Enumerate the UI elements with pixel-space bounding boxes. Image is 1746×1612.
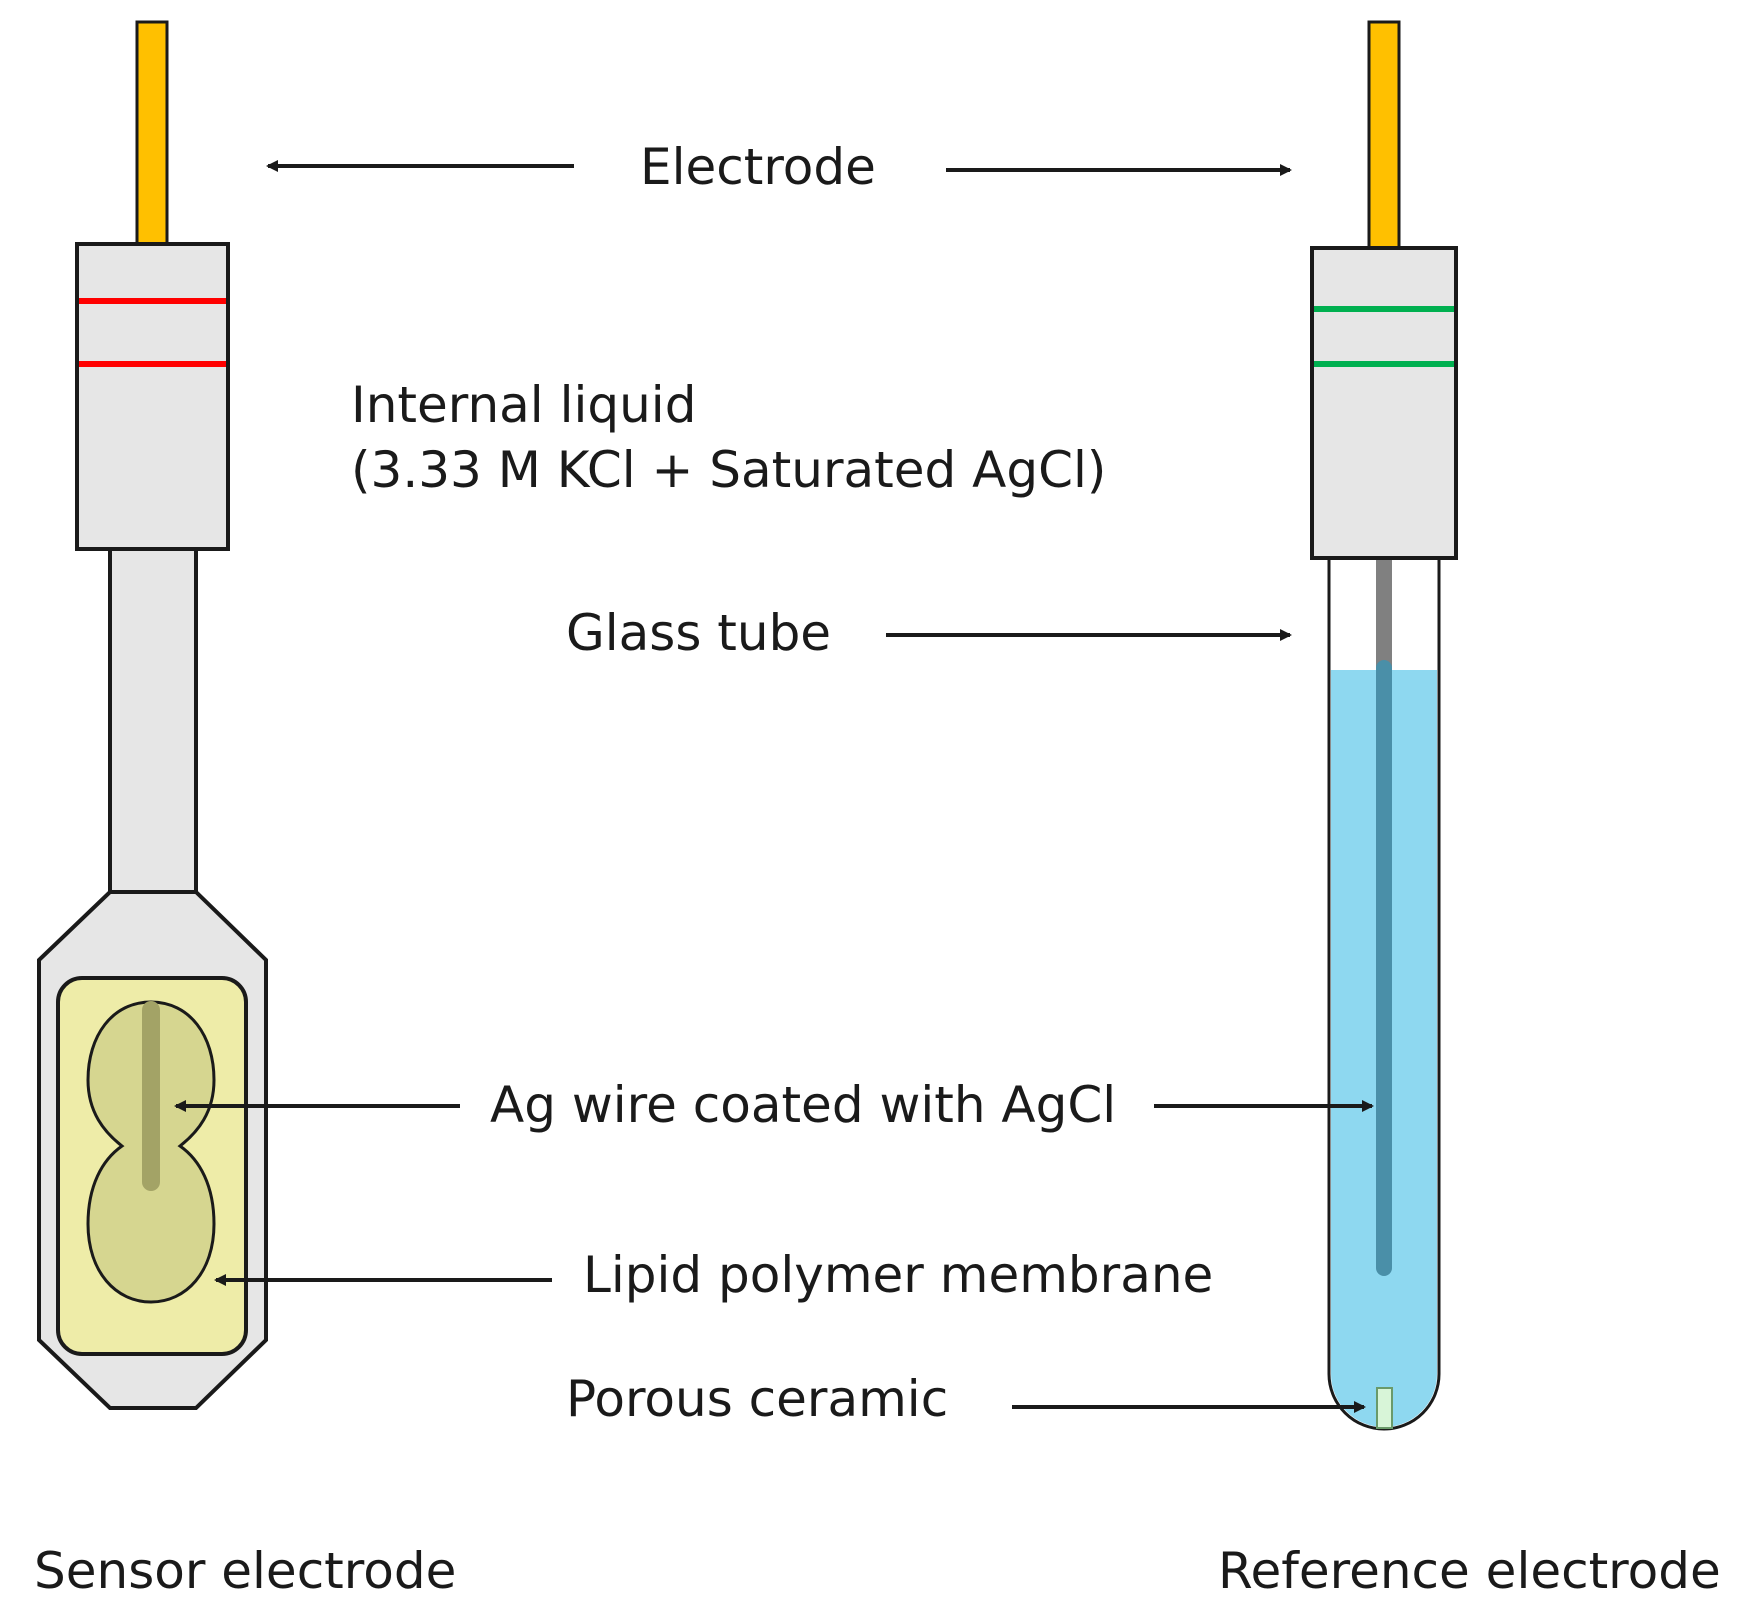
sensor-electrode xyxy=(37,20,268,1410)
reference-electrode-caption: Reference electrode xyxy=(1218,1542,1721,1600)
sensor-electrode-cap xyxy=(75,242,230,551)
sensor-electrode-stem xyxy=(108,547,198,894)
internal-liquid-label-line1: Internal liquid xyxy=(351,376,697,434)
membrane-label: Lipid polymer membrane xyxy=(583,1246,1214,1304)
internal-liquid-label-line2: (3.33 M KCl + Saturated AgCl) xyxy=(351,441,1107,499)
glass-tube-label: Glass tube xyxy=(566,604,832,662)
porous-ceramic-label: Porous ceramic xyxy=(566,1370,949,1428)
porous-ceramic-plug xyxy=(1376,1387,1393,1429)
reference-electrode xyxy=(1310,20,1458,1431)
ag-wire-label: Ag wire coated with AgCl xyxy=(490,1076,1117,1134)
callout-arrows xyxy=(174,160,1374,1413)
electrode-label: Electrode xyxy=(640,138,876,196)
reference-electrode-cap xyxy=(1310,246,1458,560)
sensor-electrode-caption: Sensor electrode xyxy=(34,1542,457,1600)
reference-electrode-pin xyxy=(1367,20,1401,250)
sensor-electrode-pin xyxy=(135,20,169,248)
